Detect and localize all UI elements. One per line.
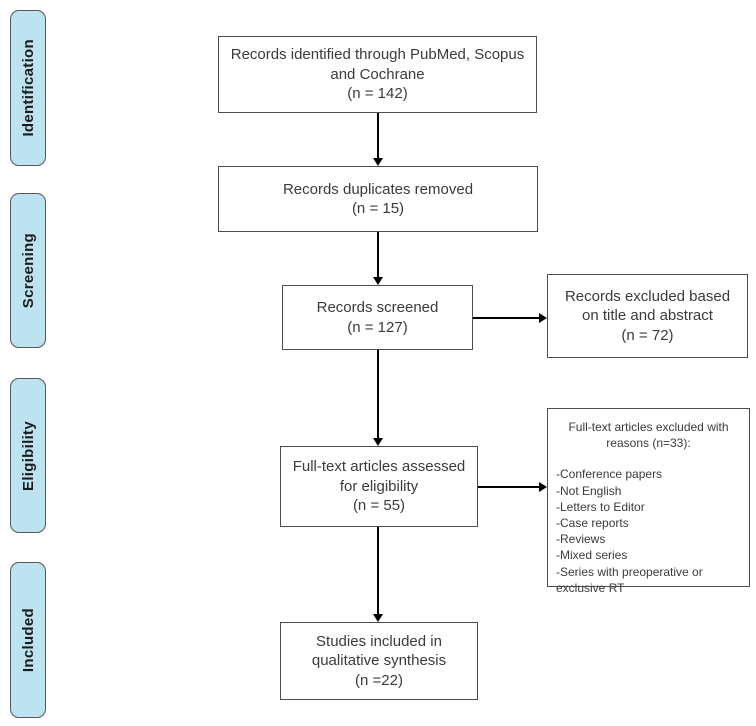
arrow-line-fulltext-to-included bbox=[377, 527, 379, 614]
arrow-line-duplicates-to-screened bbox=[377, 232, 379, 277]
box-studies-included: Studies included in qualitative synthesi… bbox=[280, 622, 478, 700]
arrowhead-down-icon bbox=[373, 277, 383, 285]
box-records-identified: Records identified through PubMed, Scopu… bbox=[218, 36, 537, 113]
box-fulltext-assessed: Full-text articles assessed for eligibil… bbox=[280, 446, 478, 527]
arrowhead-right-icon bbox=[539, 482, 547, 492]
excluded-fulltext-reasons: -Conference papers-Not English-Letters t… bbox=[556, 467, 703, 595]
arrowhead-down-icon bbox=[373, 614, 383, 622]
box-duplicates-removed: Records duplicates removed (n = 15) bbox=[218, 166, 538, 232]
arrow-line-screened-to-excluded bbox=[473, 317, 539, 319]
stage-identification: Identification bbox=[10, 10, 46, 166]
arrow-line-identified-to-duplicates bbox=[377, 113, 379, 158]
stage-included: Included bbox=[10, 562, 46, 718]
box-records-screened: Records screened (n = 127) bbox=[282, 285, 473, 350]
box-excluded-title-abstract: Records excluded based on title and abst… bbox=[547, 274, 748, 358]
stage-included-label: Included bbox=[19, 607, 37, 673]
stage-identification-label: Identification bbox=[19, 39, 37, 137]
stage-eligibility-label: Eligibility bbox=[19, 420, 37, 491]
arrowhead-down-icon bbox=[373, 158, 383, 166]
arrow-line-screened-to-fulltext bbox=[377, 350, 379, 438]
excluded-fulltext-title: Full-text articles excluded with reasons… bbox=[568, 420, 729, 451]
box-excluded-fulltext: Full-text articles excluded with reasons… bbox=[547, 408, 750, 595]
arrowhead-down-icon bbox=[373, 438, 383, 446]
arrowhead-right-icon bbox=[539, 313, 547, 323]
stage-screening-label: Screening bbox=[19, 232, 37, 309]
arrow-line-fulltext-to-excluded bbox=[478, 486, 539, 488]
stage-eligibility: Eligibility bbox=[10, 378, 46, 533]
stage-screening: Screening bbox=[10, 193, 46, 348]
